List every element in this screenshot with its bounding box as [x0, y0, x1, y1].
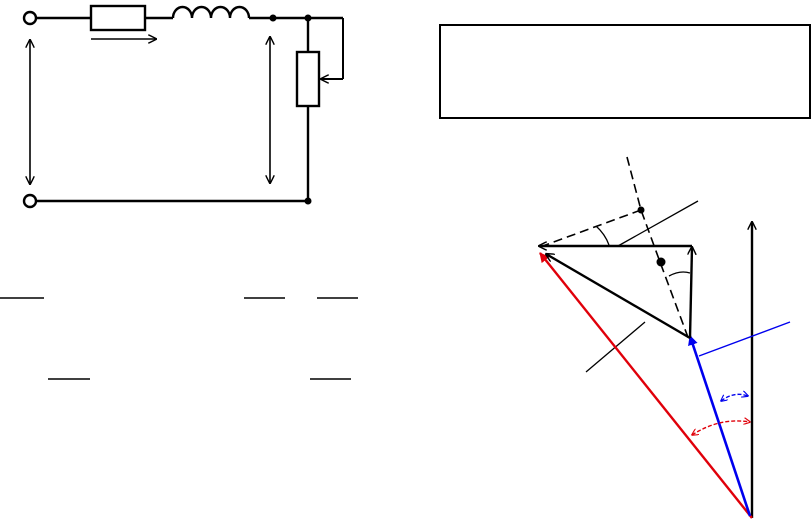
angle-arc-lower — [668, 271, 691, 277]
terminal-top — [22, 10, 38, 26]
circuit — [22, 4, 344, 209]
black-diagonal-vector — [546, 254, 691, 340]
perpendicular-line-upper — [617, 200, 699, 247]
node-phasor-upper — [637, 206, 645, 214]
inductor — [171, 5, 251, 19]
node-phasor-mid — [656, 257, 666, 267]
angle-arc-upper — [595, 225, 610, 246]
black-short-vertical-vector — [690, 247, 692, 339]
blue-reference-line — [698, 321, 791, 357]
formula-area — [0, 297, 358, 380]
blue-vector — [688, 335, 752, 517]
red-vector — [539, 252, 753, 519]
red-angle-indicator — [692, 421, 750, 435]
rheostat — [295, 50, 321, 108]
resistor — [89, 4, 147, 32]
legend-box — [439, 24, 811, 119]
dashed-axis — [626, 156, 690, 341]
node-c — [304, 197, 312, 205]
node-a — [269, 14, 277, 22]
dashed-projection — [539, 209, 642, 248]
blue-angle-indicator — [721, 394, 748, 401]
terminal-bottom — [22, 193, 38, 209]
phasor-diagram — [539, 156, 791, 519]
